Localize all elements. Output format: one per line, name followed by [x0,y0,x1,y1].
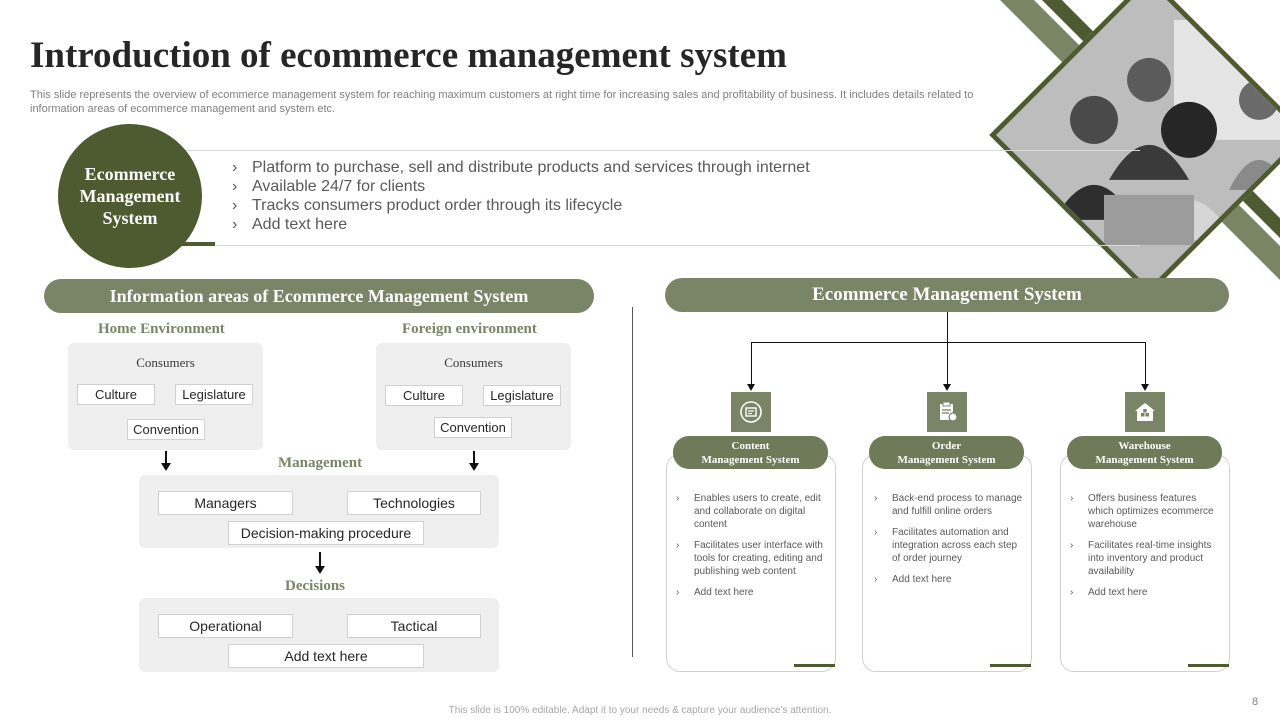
arrow-head [161,463,171,471]
add-text-chip: Add text here [228,644,424,668]
intro-bullet: ›Add text here [232,216,348,233]
connector-line [751,342,752,386]
content-management-bullets: ›Enables users to create, edit and colla… [676,492,826,607]
arrow-head [469,463,479,471]
intro-circle: Ecommerce Management System [58,124,202,268]
intro-bullet: ›Tracks consumers product order through … [232,197,623,214]
content-management-icon [731,392,771,432]
foreign-consumers-title: Consumers [444,355,503,370]
decisions-label: Decisions [285,578,345,594]
intro-bullet-list: ›Platform to purchase, sell and distribu… [232,158,810,234]
chevron-right-icon: › [232,197,238,214]
arrow-down-icon [165,451,167,464]
chevron-right-icon: › [232,159,238,176]
managers-chip: Managers [158,491,293,515]
team-photo [989,0,1280,295]
home-legislature-chip: Legislature [175,384,253,405]
section-divider [632,307,633,657]
chevron-right-icon: › [874,574,878,585]
slide-title: Introduction of ecommerce management sys… [30,35,787,76]
chevron-right-icon: › [1070,540,1074,551]
foreign-culture-chip: Culture [385,385,463,406]
foreign-legislature-chip: Legislature [483,385,561,406]
slide-subtitle: This slide represents the overview of ec… [30,89,974,115]
intro-underline [130,242,215,246]
home-convention-chip: Convention [127,419,205,440]
footer-note: This slide is 100% editable. Adapt it to… [448,705,832,716]
decision-making-chip: Decision-making procedure [228,521,424,545]
foreign-convention-chip: Convention [434,417,512,438]
page-number: 8 [1252,696,1259,708]
card-bullet: ›Add text here [874,574,952,585]
order-clipboard-icon [927,392,967,432]
card-bullet: ›Facilitates real-time insights into inv… [1070,540,1212,577]
chevron-right-icon: › [232,178,238,195]
intro-box [140,150,1140,246]
left-section-header: Information areas of Ecommerce Managemen… [44,279,594,313]
card-bullet: ›Facilitates automation and integration … [874,527,1018,564]
chevron-right-icon: › [676,540,680,551]
content-management-card [666,454,836,672]
home-culture-chip: Culture [77,384,155,405]
chevron-right-icon: › [676,493,680,504]
team-photo-illustration [989,0,1280,295]
chevron-right-icon: › [676,587,680,598]
intro-circle-line: Management [79,186,181,206]
card-bullet: ›Add text here [1070,587,1148,598]
chevron-right-icon: › [1070,493,1074,504]
card-accent-bar [1188,664,1229,667]
arrow-down-icon [319,552,321,566]
card-bullet: ›Add text here [676,587,754,598]
card-bullet: ›Facilitates user interface with tools f… [676,540,823,577]
arrow-head [315,566,325,574]
intro-circle-line: System [102,208,158,228]
warehouse-management-bullets: ›Offers business features which optimize… [1070,492,1220,607]
order-management-bullets: ›Back-end process to manage and fulfill … [874,492,1024,594]
connector-line [751,342,1146,343]
chevron-right-icon: › [1070,587,1074,598]
warehouse-management-card [1060,454,1230,672]
card-accent-bar [794,664,835,667]
intro-circle-line: Ecommerce [84,164,176,184]
management-label: Management [278,455,363,471]
right-section-header: Ecommerce Management System [665,278,1229,312]
connector-line [1145,342,1146,386]
home-environment-label: Home Environment [98,321,225,337]
connector-line [947,342,948,386]
operational-chip: Operational [158,614,293,638]
technologies-chip: Technologies [347,491,481,515]
arrow-down-icon [473,451,475,464]
connector-line [947,312,948,343]
card-bullet: ›Back-end process to manage and fulfill … [874,493,1023,517]
arrow-head [1141,384,1149,391]
home-consumers-title: Consumers [136,355,195,370]
card-bullet: ›Enables users to create, edit and colla… [676,493,821,530]
intro-bullet: ›Platform to purchase, sell and distribu… [232,159,810,176]
card-accent-bar [990,664,1031,667]
arrow-head [747,384,755,391]
arrow-head [943,384,951,391]
card-bullet: ›Offers business features which optimize… [1070,493,1214,530]
chevron-right-icon: › [874,493,878,504]
intro-bullet: ›Available 24/7 for clients [232,178,426,195]
order-management-card [862,454,1032,672]
tactical-chip: Tactical [347,614,481,638]
chevron-right-icon: › [232,216,238,233]
foreign-environment-label: Foreign environment [402,321,537,337]
warehouse-icon [1125,392,1165,432]
chevron-right-icon: › [874,527,878,538]
